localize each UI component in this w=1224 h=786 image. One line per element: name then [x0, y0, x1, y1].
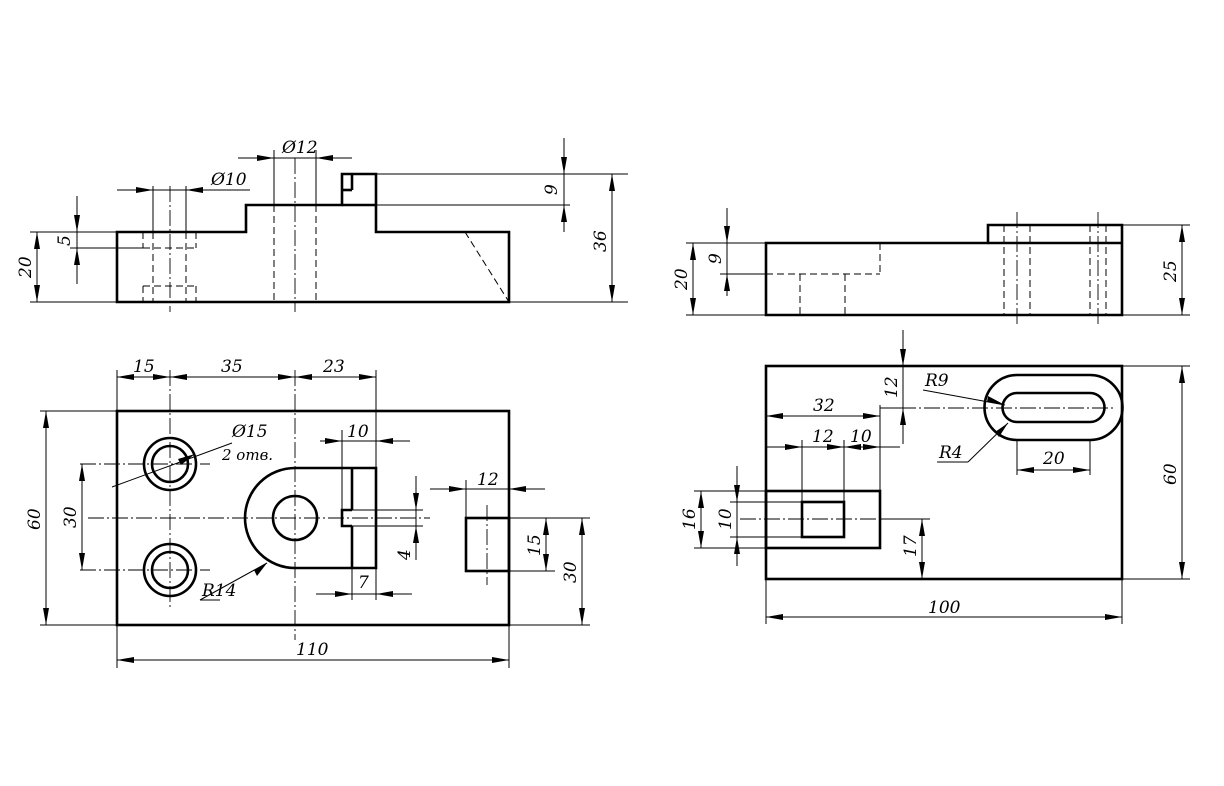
- top-dim-12: 12: [477, 470, 499, 490]
- top-dim-10: 10: [347, 422, 369, 442]
- top-dim-110: 110: [296, 640, 329, 660]
- top-dim-d15: Ø15: [231, 422, 268, 442]
- front-dim-20: 20: [16, 256, 36, 279]
- front-dim-d12: Ø12: [281, 138, 318, 158]
- bot-dim-100: 100: [928, 598, 961, 618]
- front-dim-5: 5: [55, 235, 75, 246]
- top-dim-35: 35: [221, 357, 243, 377]
- bot-dim-12: 12: [882, 376, 902, 398]
- top-dim-r14: R14: [201, 581, 236, 601]
- bot-dim-10b: 10: [716, 508, 736, 530]
- bot-dim-r4: R4: [938, 443, 963, 463]
- side-dim-9: 9: [706, 253, 726, 264]
- top-dim-15b: 15: [525, 534, 545, 556]
- bot-dim-16: 16: [680, 508, 700, 530]
- front-dim-9: 9: [542, 184, 562, 195]
- bot-dim-32: 32: [813, 396, 835, 416]
- bot-dim-12b: 12: [812, 427, 834, 447]
- top-view: 15 35 23 Ø15 2 отв. 10 12 60 30 4 15 30 …: [25, 357, 590, 668]
- top-dim-7: 7: [358, 573, 369, 593]
- bot-dim-17: 17: [901, 535, 921, 557]
- bot-dim-20: 20: [1042, 449, 1065, 469]
- side-view: 20 9 25: [672, 208, 1190, 325]
- bot-dim-r9: R9: [924, 371, 949, 391]
- top-dim-15: 15: [133, 357, 155, 377]
- top-holes-note: 2 отв.: [221, 446, 273, 464]
- bot-dim-60: 60: [1161, 463, 1181, 485]
- bottom-view: 12 R9 32 12 10 R4 20 60 16 10 17 100: [680, 330, 1190, 624]
- top-dim-30b: 30: [561, 561, 581, 583]
- front-dim-36: 36: [591, 230, 611, 252]
- top-dim-23: 23: [322, 357, 345, 377]
- front-view: Ø12 Ø10 9 36 5 20: [16, 138, 628, 312]
- bot-dim-10: 10: [850, 427, 872, 447]
- top-dim-60: 60: [25, 508, 45, 530]
- front-dim-d10: Ø10: [210, 170, 247, 190]
- side-dim-25: 25: [1161, 260, 1181, 283]
- top-dim-30: 30: [61, 506, 81, 528]
- side-dim-20: 20: [672, 268, 692, 291]
- top-dim-4: 4: [395, 549, 415, 561]
